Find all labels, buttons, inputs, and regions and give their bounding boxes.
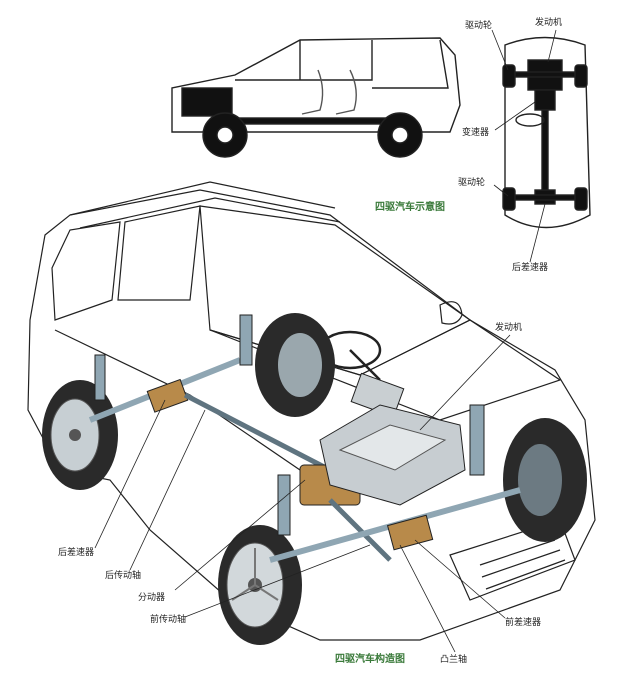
- top-wheel-rr: [574, 187, 588, 211]
- top-wheel-fl: [502, 64, 516, 88]
- rear-diff-unit: [146, 378, 189, 413]
- label-rear-shaft: 后传动轴: [105, 569, 141, 581]
- label-engine: 发动机: [495, 321, 522, 333]
- front-right-wheel: [503, 418, 587, 542]
- rear-right-wheel: [255, 313, 335, 417]
- front-diff-unit: [386, 514, 434, 551]
- top-view-schematic: [502, 36, 591, 229]
- top-transmission: [534, 89, 556, 111]
- label-rear-diff: 后差速器: [58, 546, 94, 558]
- label-front-diff: 前差速器: [505, 616, 541, 628]
- rear-left-wheel: [42, 380, 118, 490]
- cutaway-caption: 四驱汽车构造图: [335, 652, 405, 665]
- label-rear-diff-top: 后差速器: [512, 261, 548, 273]
- label-flange-shaft: 凸兰轴: [440, 653, 467, 665]
- schematic-labels: 驱动轮 发动机 变速器 驱动轮 后差速器 四驱汽车示意图: [375, 16, 562, 273]
- schematic-caption: 四驱汽车示意图: [375, 200, 445, 213]
- side-view-schematic: [171, 37, 461, 158]
- label-transmission: 变速器: [462, 126, 489, 138]
- label-front-shaft: 前传动轴: [150, 613, 186, 625]
- label-drive-wheel: 驱动轮: [465, 19, 492, 31]
- cutaway-labels: 发动机 后差速器 后传动轴 分动器 前传动轴 凸兰轴 前差速器 四驱汽车构造图: [58, 321, 541, 665]
- label-driven-wheel: 驱动轮: [458, 176, 485, 188]
- drivetrain: [88, 314, 521, 563]
- top-wheel-fr: [574, 64, 588, 88]
- label-transfer-case: 分动器: [138, 592, 165, 603]
- side-engine-block: [181, 87, 233, 117]
- top-wheel-rl: [502, 187, 516, 211]
- label-engine-top: 发动机: [535, 16, 562, 28]
